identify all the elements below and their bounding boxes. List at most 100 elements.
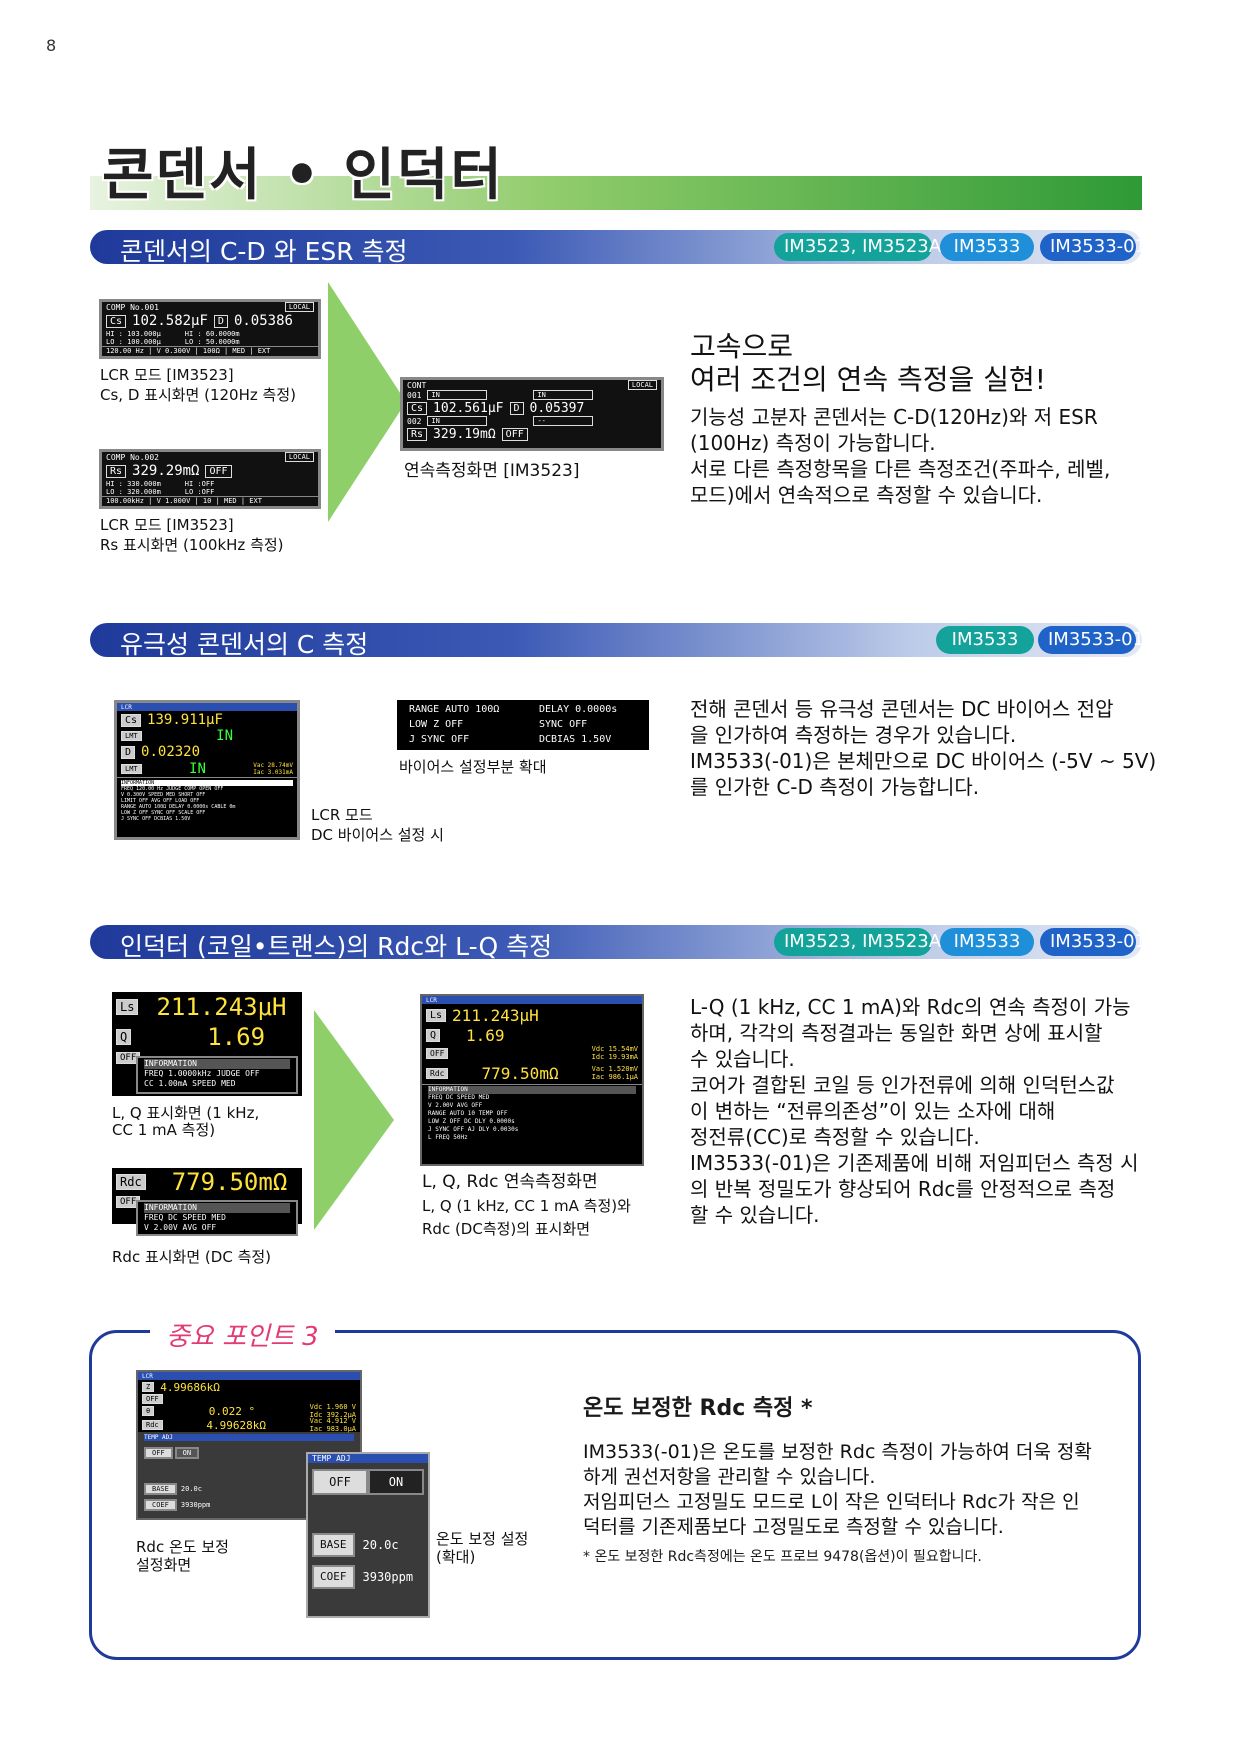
screen2-lo2: LO :OFF bbox=[184, 488, 215, 496]
zoom-coef-button[interactable]: COEF bbox=[312, 1565, 355, 1589]
rdc-info-panel: INFORMATION FREQ DC SPEED MED V 2.00V AV… bbox=[136, 1200, 298, 1236]
screen3-dash: -- bbox=[533, 416, 594, 426]
screen3-value1: 102.561μF bbox=[433, 400, 504, 416]
continuous-screen: CONT LOCAL 001 IN IN Cs 102.561μF D 0.05… bbox=[400, 377, 664, 451]
cont-param4: Rdc bbox=[426, 1067, 449, 1079]
section3-body: L-Q (1 kHz, CC 1 mA)와 Rdc의 연속 측정이 가능 하며,… bbox=[690, 994, 1139, 1228]
temp-vdc: Vdc 1.960 V bbox=[309, 1403, 356, 1411]
screen1-status: 120.00 Hz | V 0.300V | 100Ω | MED | EXT bbox=[106, 347, 271, 355]
screen2-status: 100.00kHz | V 1.000V | 10 | MED | EXT bbox=[106, 497, 262, 505]
screen3-num2: 002 bbox=[407, 416, 422, 426]
section1-badge-im3533: IM3533 bbox=[940, 233, 1034, 261]
temp-on-button[interactable]: ON bbox=[174, 1447, 200, 1459]
bias-caption: 바이어스 설정부분 확대 bbox=[399, 758, 547, 776]
screen2-value1: 329.29mΩ bbox=[132, 463, 200, 479]
dcbias-param2: D bbox=[121, 745, 136, 759]
section1-body-line: 모드)에서 연속적으로 측정할 수 있습니다. bbox=[690, 483, 1043, 507]
rdc-caption: Rdc 표시화면 (DC 측정) bbox=[112, 1248, 272, 1266]
temp-vac: Vac 4.912 V bbox=[309, 1417, 356, 1425]
page-number: 8 bbox=[46, 36, 57, 55]
section2-body-line: 를 인가한 C-D 측정이 가능합니다. bbox=[690, 775, 980, 799]
cont-caption-1: L, Q, Rdc 연속측정화면 bbox=[422, 1172, 598, 1192]
dcbias-value2: 0.02320 bbox=[141, 744, 201, 760]
temp-value3: 0.022 ° bbox=[208, 1404, 256, 1418]
cont-info-line: LOW Z OFF DC DLY 0.0000s bbox=[428, 1118, 515, 1125]
temp-value4: 4.99628kΩ bbox=[206, 1418, 266, 1432]
section1-body-line: 기능성 고분자 콘덴서는 C-D(120Hz)와 저 ESR bbox=[690, 405, 1098, 429]
cont-param3: OFF bbox=[426, 1047, 449, 1059]
section3-badge-im3523: IM3523, IM3523A bbox=[774, 928, 941, 956]
section3-title: 인덕터 (코일•트랜스)의 Rdc와 L-Q 측정 bbox=[120, 932, 553, 961]
temp-screen-header: LCR bbox=[142, 1372, 153, 1380]
cont-param1: Ls bbox=[426, 1008, 447, 1022]
zoom-off-button[interactable]: OFF bbox=[312, 1469, 368, 1495]
bias-delay: DELAY 0.0000s bbox=[539, 704, 618, 715]
screen3-off: OFF bbox=[501, 427, 528, 441]
section1-body-line: (100Hz) 측정이 가능합니다. bbox=[690, 431, 936, 455]
section2-badge-im3533-01: IM3533-01 bbox=[1038, 626, 1144, 654]
section3-body-line: 하며, 각각의 측정결과는 동일한 화면 상에 표시할 bbox=[690, 1021, 1103, 1045]
screen1-caption-2: Cs, D 표시화면 (120Hz 측정) bbox=[100, 386, 296, 404]
cont-value1: 211.243μH bbox=[452, 1005, 539, 1025]
dcbias-vac: Vac 28.74mV bbox=[253, 762, 293, 769]
zoom-coef-value: 3930ppm bbox=[362, 1570, 414, 1584]
zoom-caption-2: (확대) bbox=[436, 1548, 476, 1566]
cont-info-line: FREQ DC SPEED MED bbox=[428, 1094, 490, 1101]
section1-headline-2: 여러 조건의 연속 측정을 실현! bbox=[690, 363, 1046, 396]
screen2-param1: Rs bbox=[106, 464, 127, 478]
temp-adj-zoom: TEMP ADJ OFF ON BASE 20.0c COEF 3930ppm bbox=[306, 1452, 430, 1618]
temp-param2: OFF bbox=[142, 1394, 163, 1404]
screen2-off: OFF bbox=[205, 464, 232, 478]
temp-param3: θ bbox=[142, 1406, 155, 1416]
dcbias-param1: Cs bbox=[121, 713, 142, 727]
temp-adj-label: TEMP ADJ bbox=[144, 1434, 354, 1441]
zoom-base-button[interactable]: BASE bbox=[312, 1533, 355, 1557]
section3-body-line: IM3533(-01)은 기존제품에 비해 저임피던스 측정 시 bbox=[690, 1151, 1139, 1175]
temp-base-button[interactable]: BASE bbox=[144, 1483, 177, 1495]
screen2-caption-1: LCR 모드 [IM3523] bbox=[100, 516, 234, 534]
point-heading: 온도 보정한 Rdc 측정 * bbox=[583, 1396, 813, 1421]
section3-body-line: L-Q (1 kHz, CC 1 mA)와 Rdc의 연속 측정이 가능 bbox=[690, 995, 1131, 1019]
point-body-line: IM3533(-01)은 온도를 보정한 Rdc 측정이 가능하여 더욱 정확 bbox=[583, 1441, 1092, 1463]
cont-param2: Q bbox=[426, 1028, 441, 1042]
temp-screen-caption-2: 설정화면 bbox=[136, 1556, 192, 1574]
temp-base-value: 20.0c bbox=[180, 1485, 202, 1493]
section2-body: 전해 콘덴서 등 유극성 콘덴서는 DC 바이어스 전압 을 인가하여 측정하는… bbox=[690, 696, 1156, 800]
cont-info-line: RANGE AUTO 10 TEMP OFF bbox=[428, 1110, 508, 1117]
lq-param2: Q bbox=[116, 1029, 132, 1045]
dcbias-info-line: RANGE AUTO 100Ω DELAY 0.0000s CABLE 0m bbox=[121, 804, 236, 810]
screen3-param2: D bbox=[509, 401, 524, 415]
lq-value1: 211.243μH bbox=[156, 993, 287, 1021]
dcbias-info-line: LOW Z OFF SYNC OFF SCALE OFF bbox=[121, 810, 206, 816]
temp-coef-button[interactable]: COEF bbox=[144, 1499, 177, 1511]
cont-vac: Vac 1.520mV bbox=[591, 1065, 638, 1073]
screen2-hi2: HI :OFF bbox=[184, 480, 215, 488]
screen3-header: CONT bbox=[407, 380, 427, 390]
screen3-caption: 연속측정화면 [IM3523] bbox=[404, 461, 580, 481]
point-note: * 온도 보정한 Rdc측정에는 온도 프로브 9478(옵션)이 필요합니다. bbox=[583, 1549, 982, 1565]
dcbias-value1: 139.911μF bbox=[147, 712, 223, 728]
zoom-caption-1: 온도 보정 설정 bbox=[436, 1530, 529, 1548]
screen3-local: LOCAL bbox=[627, 380, 657, 390]
zoom-base-value: 20.0c bbox=[362, 1538, 399, 1552]
screen1-hi2: HI : 60.0000m bbox=[184, 330, 240, 338]
dcbias-header: LCR bbox=[121, 703, 132, 711]
section3-body-line: 할 수 있습니다. bbox=[690, 1203, 820, 1227]
rdc-info-label: INFORMATION bbox=[144, 1203, 290, 1213]
temp-screen-caption-1: Rdc 온도 보정 bbox=[136, 1538, 229, 1556]
temp-iac: Iac 983.0μA bbox=[309, 1425, 356, 1433]
dcbias-info-line: LIMIT OFF AVG OFF LOAD OFF bbox=[121, 798, 200, 804]
screen3-in3: IN bbox=[427, 416, 488, 426]
screen1-param1: Cs bbox=[106, 314, 127, 328]
temp-off-button[interactable]: OFF bbox=[144, 1447, 173, 1459]
arrow-right-icon bbox=[328, 282, 406, 522]
temp-value1: 4.99686kΩ bbox=[160, 1380, 220, 1394]
lcr-screen-rs: COMP No.002 LOCAL Rs 329.29mΩ OFF HI : 3… bbox=[99, 449, 321, 509]
screen3-value3: 329.19mΩ bbox=[433, 426, 496, 442]
cont-info-line: L FREQ 50Hz bbox=[428, 1134, 468, 1141]
zoom-on-button[interactable]: ON bbox=[368, 1469, 424, 1495]
section1-title: 콘덴서의 C-D 와 ESR 측정 bbox=[120, 237, 408, 266]
dcbias-info-line: V 0.300V SPEED MED SHORT OFF bbox=[121, 792, 206, 798]
screen1-header: COMP No.001 bbox=[106, 302, 159, 312]
